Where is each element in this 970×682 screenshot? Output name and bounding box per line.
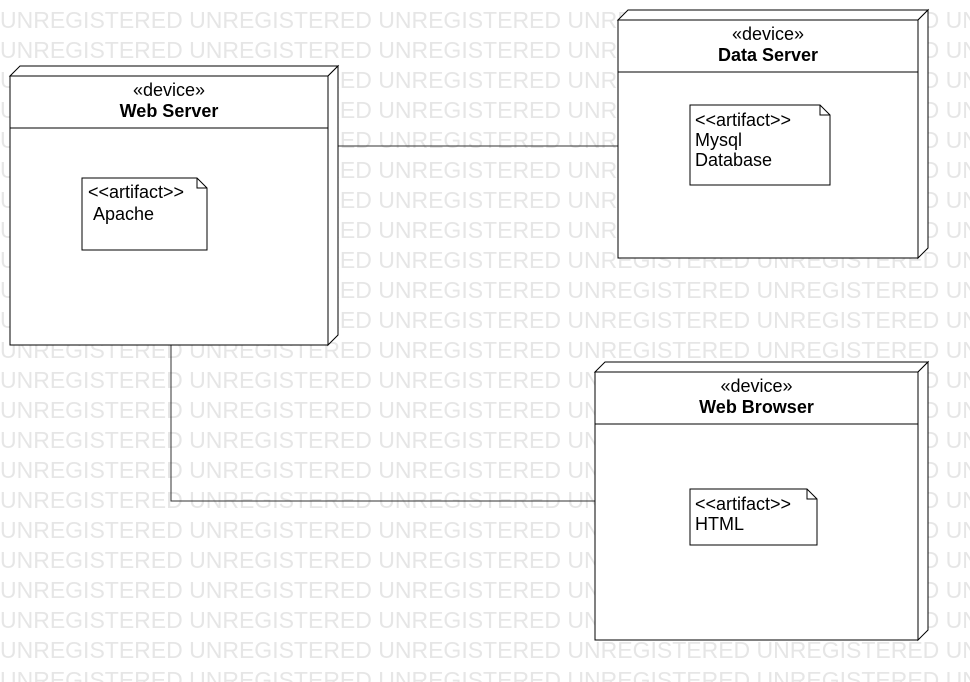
artifact-mysql-database[interactable] (689, 104, 831, 186)
web-server-title: Web Server (119, 101, 219, 121)
mysql-artifact-name-line2: Database (695, 150, 773, 170)
apache-artifact-stereotype: <<artifact>> (88, 182, 185, 202)
mysql-artifact-name-line1: Mysql (695, 130, 743, 150)
artifact-html[interactable] (689, 488, 818, 546)
connector-webserver-webbrowser (170, 345, 595, 502)
artifact-apache[interactable] (81, 177, 208, 251)
web-browser-stereotype: «device» (720, 376, 793, 396)
apache-artifact-name: Apache (93, 204, 155, 224)
data-server-title: Data Server (717, 45, 819, 65)
html-artifact-name: HTML (695, 514, 744, 534)
html-artifact-stereotype: <<artifact>> (695, 494, 792, 514)
web-browser-title: Web Browser (699, 397, 814, 417)
web-server-stereotype: «device» (132, 80, 206, 100)
mysql-artifact-stereotype: <<artifact>> (695, 110, 792, 130)
data-server-stereotype: «device» (731, 24, 805, 44)
